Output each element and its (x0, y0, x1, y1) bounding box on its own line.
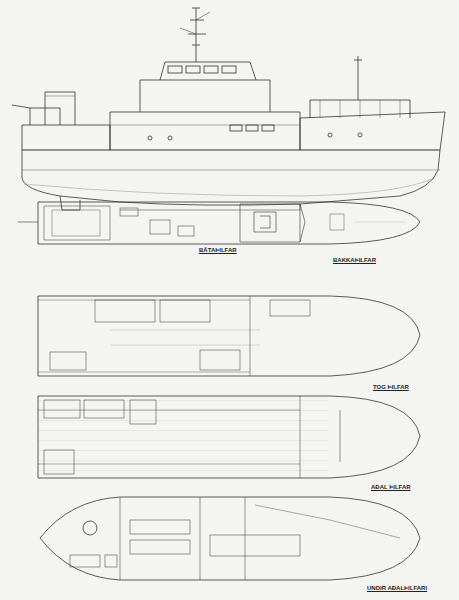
deck-label: UNDIR AÐALÞILFARI (366, 585, 428, 591)
main-deck-plan (38, 396, 420, 478)
deck-label: AÐAL ÞILFAR (370, 484, 412, 490)
below-main-deck-plan (40, 497, 420, 580)
profile-view (12, 8, 445, 210)
deck-label: BAKKAÞILFAR (332, 257, 377, 263)
trawl-deck-plan (38, 296, 420, 376)
deck-label: TOG ÞILFAR (372, 384, 410, 390)
deck-label: BÁTAÞILFAR (198, 247, 238, 253)
boat-deck-plan (18, 202, 420, 244)
